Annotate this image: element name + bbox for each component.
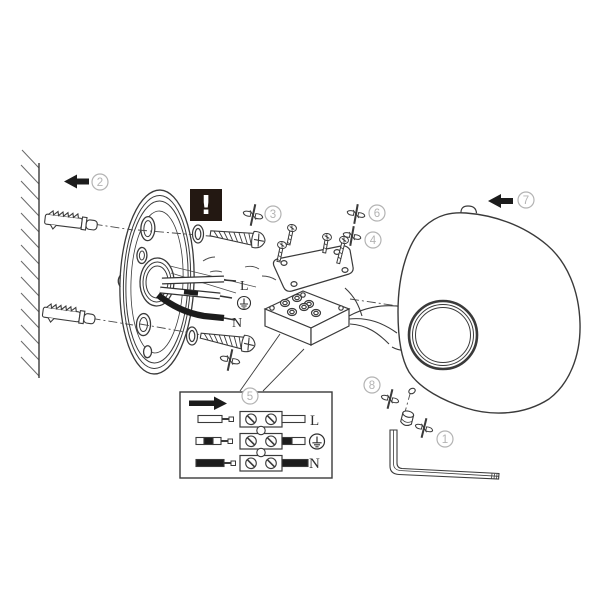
callout-4-label: 4 <box>370 235 377 247</box>
screw-cross-icon <box>346 203 366 225</box>
arrow-right-icon <box>189 396 227 410</box>
callout-8: 8 <box>363 376 381 394</box>
cover-lens-ring <box>407 299 479 371</box>
set-screw-cap <box>400 410 415 427</box>
inset-terminal-screws <box>245 413 277 470</box>
callout-7: 7 <box>517 191 535 209</box>
callout-1: 1 <box>436 430 454 448</box>
earth-icon <box>308 433 326 450</box>
mounting-screw-top <box>209 230 266 249</box>
callout-6-label: 6 <box>374 208 380 220</box>
neutral-label: N <box>232 316 242 331</box>
device-cover <box>397 205 581 414</box>
callout-2-label: 2 <box>97 177 103 189</box>
callout-3: 3 <box>264 205 282 223</box>
washer-top <box>191 224 205 244</box>
callout-3-label: 3 <box>270 209 276 221</box>
wiring-inset: 5 <box>179 387 333 479</box>
earth-wire-tip <box>219 295 233 299</box>
callout-6: 6 <box>368 204 386 222</box>
wall <box>20 149 40 378</box>
live-label: L <box>240 279 249 294</box>
mounting-bracket <box>272 245 354 292</box>
inset-live-label: L <box>310 413 319 429</box>
allen-key-tip-hatch <box>491 473 498 480</box>
callout-5-label: 5 <box>247 391 253 403</box>
bracket-screw-2 <box>276 240 287 263</box>
warning-glyph: ! <box>200 191 212 221</box>
inset-terminal-block <box>239 410 283 472</box>
wall-anchor-bottom <box>41 302 96 325</box>
callout-4: 4 <box>364 231 382 249</box>
plate-small-hole <box>136 246 148 265</box>
mounting-plate <box>117 189 195 375</box>
terminal-box-terminals <box>279 293 322 318</box>
washer-bottom <box>185 326 199 346</box>
cover-setscrew-hole <box>408 387 416 395</box>
screw-cross-icon <box>380 389 400 409</box>
earth-icon <box>236 295 252 311</box>
neutral-wire <box>156 292 225 322</box>
callout-7-label: 7 <box>523 195 529 207</box>
terminal-box-side <box>310 308 350 346</box>
plate-top-hole <box>140 216 156 242</box>
allen-key <box>389 429 500 480</box>
callouts: 2 3 6 4 7 8 1 <box>91 173 535 448</box>
callout-5: 5 <box>241 387 259 405</box>
inset-neutral-label: N <box>309 456 320 472</box>
bracket-screw-3 <box>322 232 332 254</box>
warning-icon: ! <box>190 189 222 221</box>
wall-anchor-top <box>44 209 98 231</box>
mounting-screw-bottom <box>199 332 256 353</box>
wire-motion-dashes <box>202 256 295 281</box>
screw-cross-icon <box>242 204 264 226</box>
screw-cross-icon <box>219 349 241 371</box>
screw-cross-icons <box>219 203 434 438</box>
arrow-left-icon <box>488 194 513 208</box>
plate-lower-hole <box>142 345 153 359</box>
wall-hatching <box>20 149 40 377</box>
live-wire-tip <box>223 279 237 282</box>
inset-left-wires <box>195 414 236 468</box>
setscrew-alignment-line <box>404 393 411 413</box>
callout-8-label: 8 <box>369 380 375 392</box>
callout-1-label: 1 <box>442 434 448 446</box>
neutral-wire-tip <box>223 317 236 321</box>
bracket-screw-1 <box>286 223 297 246</box>
screw-cross-icon <box>342 225 362 247</box>
earth-wire-stripe <box>183 289 199 296</box>
plate-side-tab <box>117 274 122 288</box>
screw-cross-icon <box>414 418 434 438</box>
callout-2: 2 <box>91 173 109 191</box>
supply-wires <box>156 256 295 322</box>
bracket-screw-4 <box>336 235 349 265</box>
arrow-left-icon <box>64 174 89 189</box>
terminal-box <box>263 290 351 346</box>
inset-leader-lines <box>239 333 305 392</box>
cover-top-tab <box>460 205 478 214</box>
inset-right-wires <box>281 414 309 468</box>
